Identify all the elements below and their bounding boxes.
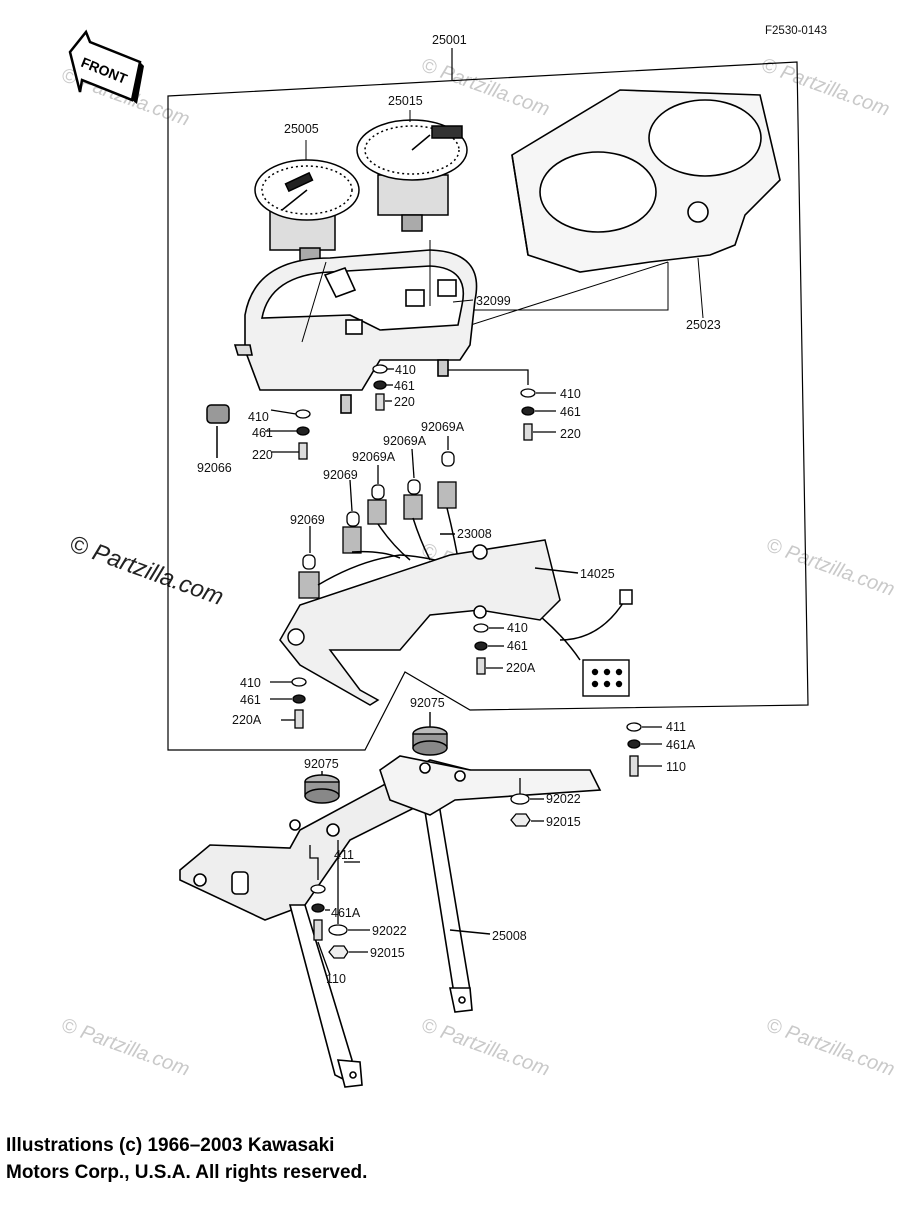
label-14025: 14025 bbox=[580, 567, 615, 581]
tachometer bbox=[356, 119, 468, 232]
rubber-dampers bbox=[304, 712, 448, 804]
stay-bracket bbox=[179, 755, 602, 1088]
label-92066: 92066 bbox=[197, 461, 232, 475]
label-25008: 25008 bbox=[492, 929, 527, 943]
fastener-stack-case-right bbox=[448, 369, 556, 441]
speedometer bbox=[254, 159, 360, 265]
label-220: 220 bbox=[252, 448, 273, 462]
caption-line-1: Illustrations (c) 1966–2003 Kawasaki bbox=[6, 1135, 335, 1156]
label-461: 461 bbox=[560, 405, 581, 419]
label-461A: 461A bbox=[666, 738, 696, 752]
label-410: 410 bbox=[248, 410, 269, 424]
label-23008: 23008 bbox=[457, 527, 492, 541]
meter-case bbox=[233, 249, 478, 414]
watermark: © Partzilla.com bbox=[58, 1014, 192, 1081]
label-410: 410 bbox=[395, 363, 416, 377]
label-461: 461 bbox=[240, 693, 261, 707]
label-92069: 92069 bbox=[290, 513, 325, 527]
label-410: 410 bbox=[507, 621, 528, 635]
label-220A: 220A bbox=[232, 713, 262, 727]
watermark: © Partzilla.com bbox=[418, 54, 552, 121]
fastener-stack-case-left bbox=[265, 409, 311, 460]
fastener-stack-bracket-right bbox=[473, 623, 504, 675]
assembly-outline bbox=[167, 48, 809, 751]
meter-bracket bbox=[279, 539, 579, 706]
harness-connector bbox=[582, 659, 630, 697]
label-25001: 25001 bbox=[432, 33, 467, 47]
label-220A: 220A bbox=[506, 661, 536, 675]
label-92069A: 92069A bbox=[421, 420, 465, 434]
watermark: © Partzilla.com bbox=[418, 1014, 552, 1081]
label-461: 461 bbox=[507, 639, 528, 653]
watermark: © Partzilla.com bbox=[758, 54, 892, 121]
label-410: 410 bbox=[560, 387, 581, 401]
label-110: 110 bbox=[326, 972, 346, 986]
label-461: 461 bbox=[394, 379, 415, 393]
label-25015: 25015 bbox=[388, 94, 423, 108]
label-25023: 25023 bbox=[686, 318, 721, 332]
label-461: 461 bbox=[252, 426, 273, 440]
label-92015: 92015 bbox=[546, 815, 581, 829]
watermark: © Partzilla.com bbox=[763, 1014, 897, 1081]
nut-washer-right bbox=[510, 778, 544, 827]
figure-code: F2530-0143 bbox=[765, 25, 827, 37]
label-411: 411 bbox=[666, 720, 686, 734]
label-92069A: 92069A bbox=[352, 450, 396, 464]
label-110: 110 bbox=[666, 760, 686, 774]
label-220: 220 bbox=[560, 427, 581, 441]
grommet bbox=[206, 404, 230, 458]
watermark: © Partzilla.com bbox=[763, 534, 897, 601]
label-32099: 32099 bbox=[476, 294, 511, 308]
label-92022: 92022 bbox=[372, 924, 407, 938]
label-92015: 92015 bbox=[370, 946, 405, 960]
fastener-stack-mount-right bbox=[626, 722, 662, 777]
fastener-stack-case-center bbox=[372, 364, 394, 411]
label-220: 220 bbox=[394, 395, 415, 409]
label-411: 411 bbox=[334, 848, 354, 862]
label-410: 410 bbox=[240, 676, 261, 690]
label-92075: 92075 bbox=[304, 757, 339, 771]
front-arrow-icon: FRONT bbox=[68, 29, 144, 104]
fastener-stack-mount-left bbox=[309, 840, 370, 976]
copyright-caption: Illustrations (c) 1966–2003 Kawasaki Mot… bbox=[6, 1132, 367, 1186]
caption-line-2: Motors Corp., U.S.A. All rights reserved… bbox=[6, 1162, 368, 1183]
fastener-stack-bracket-left bbox=[270, 677, 307, 729]
watermark-prominent: © Partzilla.com bbox=[66, 530, 227, 611]
label-461A: 461A bbox=[331, 906, 361, 920]
label-25005: 25005 bbox=[284, 122, 319, 136]
bulb-sockets bbox=[298, 436, 457, 599]
label-92022: 92022 bbox=[546, 792, 581, 806]
label-92069A: 92069A bbox=[383, 434, 427, 448]
meter-cover bbox=[511, 89, 781, 273]
label-92075: 92075 bbox=[410, 696, 445, 710]
label-92069: 92069 bbox=[323, 468, 358, 482]
